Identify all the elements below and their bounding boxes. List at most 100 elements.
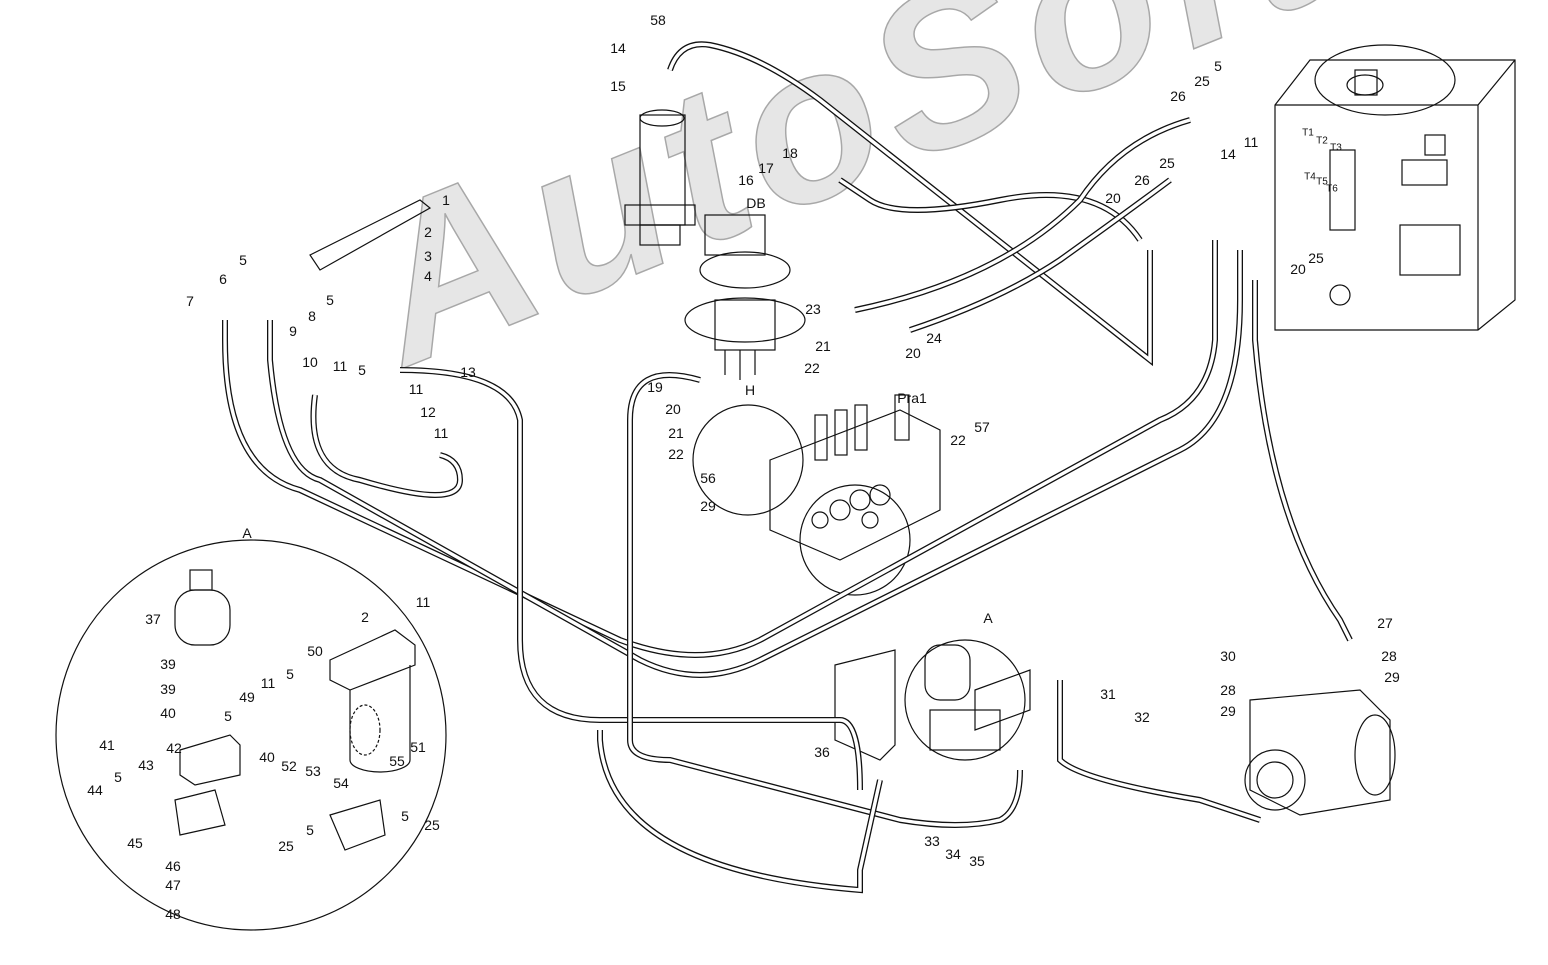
swivel-joint: [624, 109, 696, 246]
callout-label: A: [983, 610, 993, 626]
callout-label: 23: [805, 301, 821, 317]
callout-label: 53: [305, 763, 321, 779]
callout-label: 46: [165, 858, 181, 874]
callout-label: 27: [1377, 615, 1393, 631]
hose: [222, 240, 1218, 658]
hose: [310, 394, 464, 498]
tank-port-label: T1: [1302, 127, 1314, 139]
tank-port-label: T4: [1304, 171, 1316, 183]
callout-label: 35: [969, 853, 985, 869]
callout-label: 1: [442, 192, 450, 208]
callout-label: 5: [286, 666, 294, 682]
callout-label: 29: [700, 498, 716, 514]
callout-label: 33: [924, 833, 940, 849]
callout-label: 21: [815, 338, 831, 354]
callout-label: 11: [332, 358, 348, 374]
callout-label: 49: [239, 689, 255, 705]
callout-label: 36: [814, 744, 830, 760]
hose: [628, 373, 1022, 827]
callout-label: 5: [358, 362, 366, 378]
callout-label: 5: [239, 252, 247, 268]
tank-port-label: T2: [1316, 135, 1328, 147]
callout-label: 55: [389, 753, 405, 769]
callout-label: 14: [1220, 146, 1236, 162]
callout-label: 29: [1384, 669, 1400, 685]
callout-label: 40: [160, 705, 176, 721]
callout-label: 32: [1134, 709, 1150, 725]
callout-label: DB: [746, 195, 766, 211]
callout-label: 5: [1214, 58, 1222, 74]
callout-label: 24: [926, 330, 942, 346]
callout-label: 11: [1243, 134, 1259, 150]
callout-label: 25: [278, 838, 294, 854]
callout-label: 39: [160, 681, 176, 697]
hydraulic-tank: [1274, 44, 1516, 331]
callout-label: 48: [165, 906, 181, 922]
hose: [268, 250, 1242, 677]
tank-port-label: T5: [1316, 176, 1328, 188]
main-pump: [1244, 689, 1396, 816]
callout-label: 29: [1220, 703, 1236, 719]
callout-label: 43: [138, 757, 154, 773]
callout-label: 39: [160, 656, 176, 672]
callout-label: 19: [647, 379, 663, 395]
hose: [223, 240, 1217, 657]
tank-port-label: T6: [1326, 183, 1338, 195]
callout-label: 40: [259, 749, 275, 765]
callout-label: 5: [306, 822, 314, 838]
callout-label: 20: [905, 345, 921, 361]
callout-label: 42: [166, 740, 182, 756]
callout-label: 25: [1159, 155, 1175, 171]
callout-label: 16: [738, 172, 754, 188]
callout-label: 17: [758, 160, 774, 176]
callout-label: 20: [1105, 190, 1121, 206]
callout-label: 11: [408, 381, 424, 397]
callout-label: 25: [1194, 73, 1210, 89]
callout-label: 51: [410, 739, 426, 755]
callout-label: 7: [186, 293, 194, 309]
callout-label: 44: [87, 782, 103, 798]
callout-label: 14: [610, 40, 626, 56]
callout-label: 12: [420, 404, 436, 420]
callout-label: 9: [289, 323, 297, 339]
filter-head: [329, 629, 416, 691]
callout-label: 57: [974, 419, 990, 435]
callout-label: 2: [424, 224, 432, 240]
callout-label: 10: [302, 354, 318, 370]
callout-label: 58: [650, 12, 666, 28]
callout-label: 45: [127, 835, 143, 851]
callout-label: 11: [433, 425, 449, 441]
control-valve: [769, 394, 941, 561]
callout-label: 22: [668, 446, 684, 462]
hose: [1058, 680, 1261, 822]
callout-label: H: [744, 382, 756, 398]
tank-port-label: T3: [1330, 142, 1342, 154]
hose: [1057, 680, 1261, 823]
hose: [839, 178, 1142, 241]
hose: [311, 394, 462, 497]
mounting-plate: [834, 649, 896, 761]
callout-label: Pra1: [897, 390, 927, 406]
callout-label: 6: [219, 271, 227, 287]
callout-label: 26: [1170, 88, 1186, 104]
callout-label: 28: [1381, 648, 1397, 664]
hose: [598, 730, 882, 892]
callout-label: 37: [145, 611, 161, 627]
callout-label: 5: [114, 769, 122, 785]
callout-label: 5: [224, 708, 232, 724]
callout-label: 26: [1134, 172, 1150, 188]
callout-label: 4: [424, 268, 432, 284]
callout-label: 2: [361, 609, 369, 625]
swing-motor: [684, 214, 806, 380]
callout-label: 25: [424, 817, 440, 833]
hose: [854, 118, 1191, 312]
callout-label: 11: [415, 594, 431, 610]
callout-label: 8: [308, 308, 316, 324]
hoses: [222, 41, 1353, 894]
check-valve-block: [329, 799, 386, 851]
hose: [1252, 280, 1353, 642]
callout-label: 21: [668, 425, 684, 441]
callout-label: 25: [1308, 250, 1324, 266]
hose: [1253, 280, 1352, 641]
